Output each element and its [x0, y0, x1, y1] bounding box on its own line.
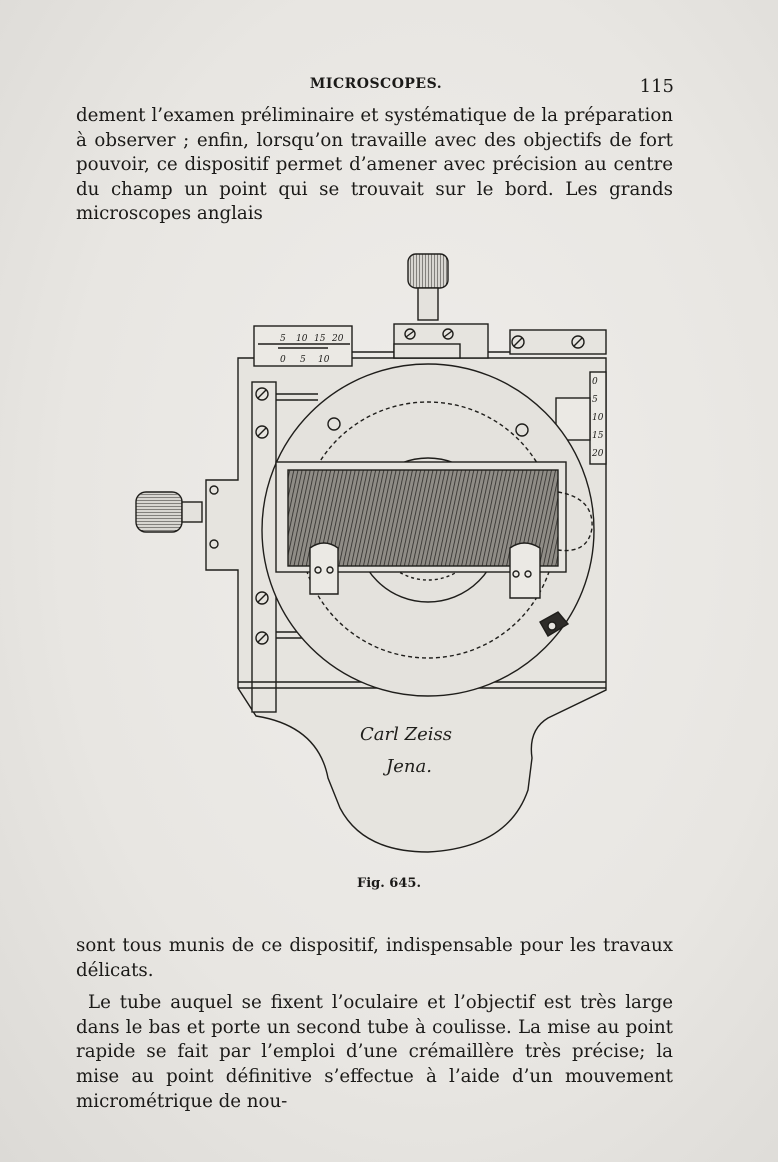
scale-top-bottom-3: 10 [318, 355, 330, 365]
scale-right-5: 20 [591, 449, 604, 459]
maker-signature-city: Jena. [382, 756, 432, 777]
scale-top-top-2: 10 [296, 334, 308, 344]
scale-top-bottom-2: 5 [300, 355, 306, 365]
bottom-text-block: sont tous munis de ce dispositif, indisp… [76, 934, 673, 1114]
top-scale-vernier [253, 325, 353, 367]
continuation-paragraph: sont tous munis de ce dispositif, indisp… [76, 935, 673, 981]
scale-right-4: 15 [592, 431, 604, 441]
top-paragraph-block: dement l’examen préliminaire et systémat… [76, 104, 673, 227]
next-paragraph: Le tube auquel se fixent l’oculaire et l… [76, 992, 673, 1112]
scale-right-3: 10 [592, 413, 604, 423]
scale-top-top-3: 15 [314, 334, 326, 344]
left-knob [135, 485, 219, 549]
scale-right-2: 5 [592, 395, 598, 405]
scale-right-1: 0 [592, 377, 598, 387]
slide-clip-left [309, 542, 339, 595]
figure-caption: Fig. 645. [357, 876, 421, 891]
top-paragraph: dement l’examen préliminaire et systémat… [76, 105, 673, 225]
running-title: MICROSCOPES. [309, 76, 443, 92]
scale-top-top-4: 20 [331, 334, 344, 344]
mechanical-stage-figure: 5 10 15 20 0 5 10 0 5 10 15 20 Carl Zeis… [135, 253, 607, 853]
scale-top-top-1: 5 [280, 334, 286, 344]
top-knob [407, 253, 449, 321]
running-head: MICROSCOPES. 115 [78, 76, 674, 100]
scale-top-bottom-1: 0 [280, 355, 286, 365]
page-number: 115 [639, 76, 674, 97]
maker-signature-name: Carl Zeiss [360, 724, 452, 745]
slide-clip-right [509, 542, 541, 599]
